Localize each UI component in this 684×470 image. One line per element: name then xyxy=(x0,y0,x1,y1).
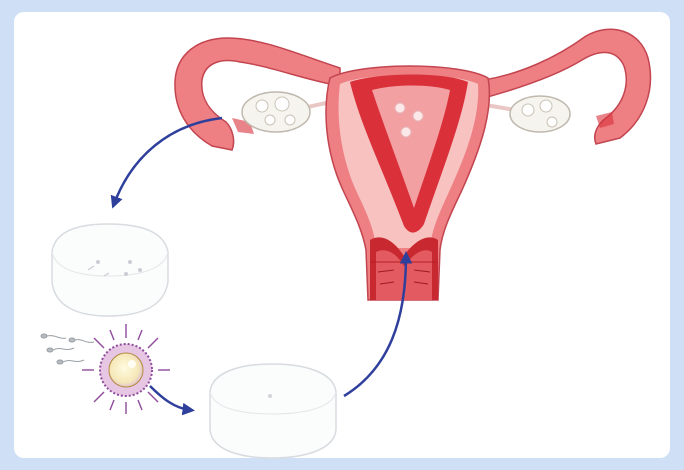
embryo-icon xyxy=(395,103,405,113)
petri-dish-icon xyxy=(210,364,336,458)
embryo-icon xyxy=(413,111,423,121)
embryo-icon xyxy=(401,127,411,137)
petri-dish-icon xyxy=(52,224,168,316)
ovary-icon xyxy=(242,92,310,132)
ovary-icon xyxy=(510,96,570,132)
